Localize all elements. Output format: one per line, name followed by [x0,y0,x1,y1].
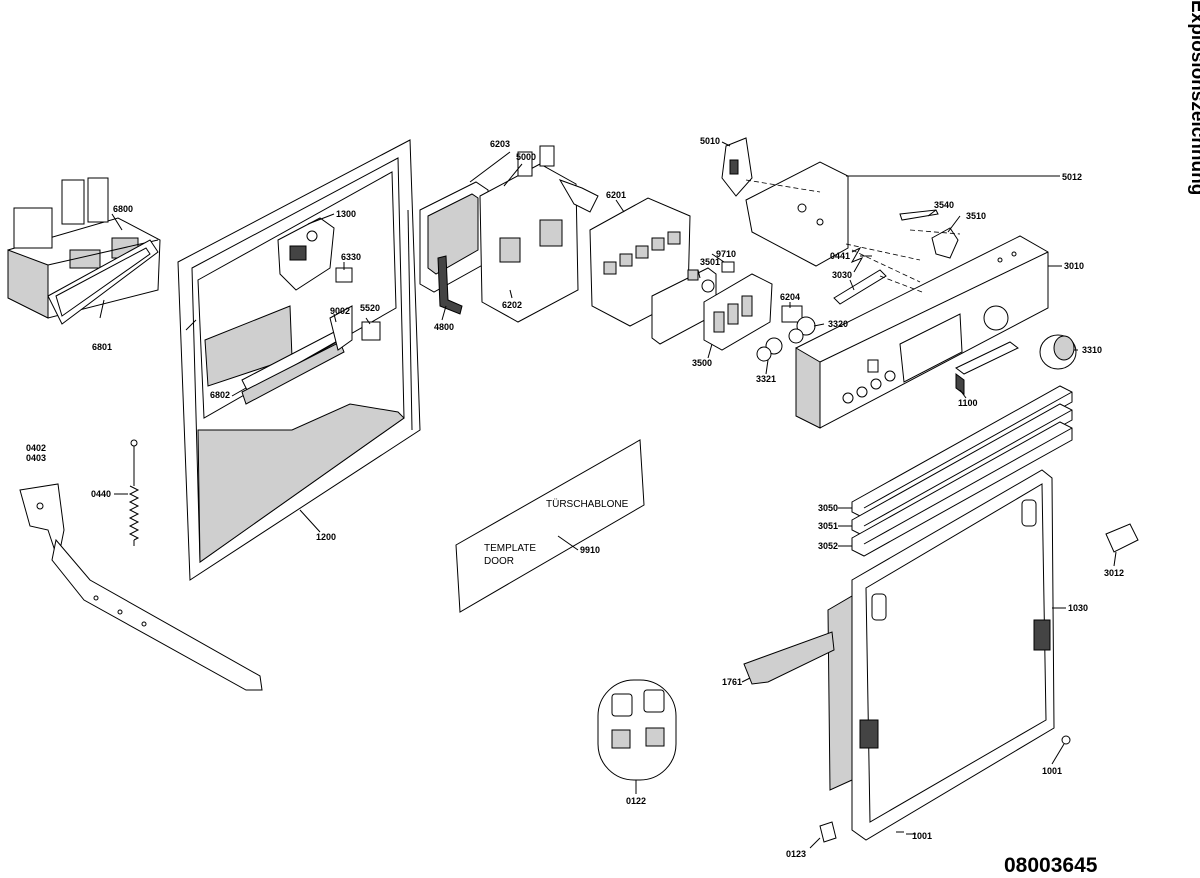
part-5010 [721,137,753,197]
label-1001-side: 1001 [1042,766,1062,776]
template-text-line1: TÜRSCHABLONE [546,498,629,510]
control-panel-3010 [795,235,1049,429]
buttons-3321 [756,337,783,362]
label-5000: 5000 [516,152,536,162]
kit-0122 [597,679,677,781]
part-3510 [931,227,959,259]
label-3501: 3501 [700,257,720,267]
label-1200: 1200 [316,532,336,542]
label-0123: 0123 [786,849,806,859]
label-5012: 5012 [1062,172,1082,182]
label-9910: 9910 [580,545,600,555]
label-3051: 3051 [818,521,838,531]
label-1001-bottom: 1001 [912,831,932,841]
document-number: 08003645 [1004,854,1098,877]
part-5520 [361,321,381,341]
outer-door-1030 [851,469,1055,841]
diagram-title: Explosionszeichnung [1187,0,1200,195]
label-0403: 0403 [26,453,46,463]
label-4800: 4800 [434,322,454,332]
label-3321: 3321 [756,374,776,384]
label-6802: 6802 [210,390,230,400]
knob-3310 [1039,334,1077,370]
label-0122: 0122 [626,796,646,806]
part-6330 [335,267,353,283]
bracket-5012 [745,161,849,267]
label-6202: 6202 [502,300,522,310]
label-0441: 0441 [830,251,850,261]
label-6204: 6204 [780,292,800,302]
label-3030: 3030 [832,270,852,280]
label-3510: 3510 [966,211,986,221]
spring-0440 [128,439,140,546]
label-3310: 3310 [1082,345,1102,355]
selector-3500 [703,273,773,351]
label-1761: 1761 [722,677,742,687]
label-9002: 9002 [330,306,350,316]
label-3320: 3320 [828,319,848,329]
part-9002 [329,305,353,351]
template-text-line2b: DOOR [484,556,514,567]
label-5010: 5010 [700,136,720,146]
label-1100: 1100 [958,398,978,408]
part-1100 [955,341,1019,395]
cable-4800 [437,255,463,315]
electronic-module-6203 [419,181,489,293]
part-3030 [833,269,887,305]
label-6330: 6330 [341,252,361,262]
label-0440: 0440 [91,489,111,499]
label-1300: 1300 [336,209,356,219]
template-text-line2a: TEMPLATE [484,543,536,554]
label-5520: 5520 [360,303,380,313]
label-3540: 3540 [934,200,954,210]
label-6203: 6203 [490,139,510,149]
label-3050: 3050 [818,503,838,513]
strip-3052 [851,421,1073,557]
control-module-6800 [7,177,161,319]
label-9710: 9710 [716,249,736,259]
label-1030: 1030 [1068,603,1088,613]
leader-lines [114,141,1117,849]
label-3012: 3012 [1104,568,1124,578]
part-1001-side [1061,735,1071,745]
label-6800: 6800 [113,204,133,214]
part-3012 [1105,523,1139,553]
strip-3051 [851,403,1073,537]
label-6801: 6801 [92,342,112,352]
part-6204 [781,305,803,323]
label-3052: 3052 [818,541,838,551]
insulation-1761 [743,595,853,791]
label-0402: 0402 [26,443,46,453]
label-3500: 3500 [692,358,712,368]
label-3010: 3010 [1064,261,1084,271]
part-9710 [721,261,735,273]
label-6201: 6201 [606,190,626,200]
buttons-3320 [788,316,816,344]
hinge-0402-0403 [19,483,263,691]
template-9910 [455,439,645,613]
part-3540 [899,209,939,221]
gasket-6801 [47,239,159,325]
door-lock-1300 [277,217,335,291]
control-unit-5000 [479,145,599,323]
part-0441 [850,246,864,273]
part-0123 [819,821,837,843]
strip-3050 [851,385,1073,519]
